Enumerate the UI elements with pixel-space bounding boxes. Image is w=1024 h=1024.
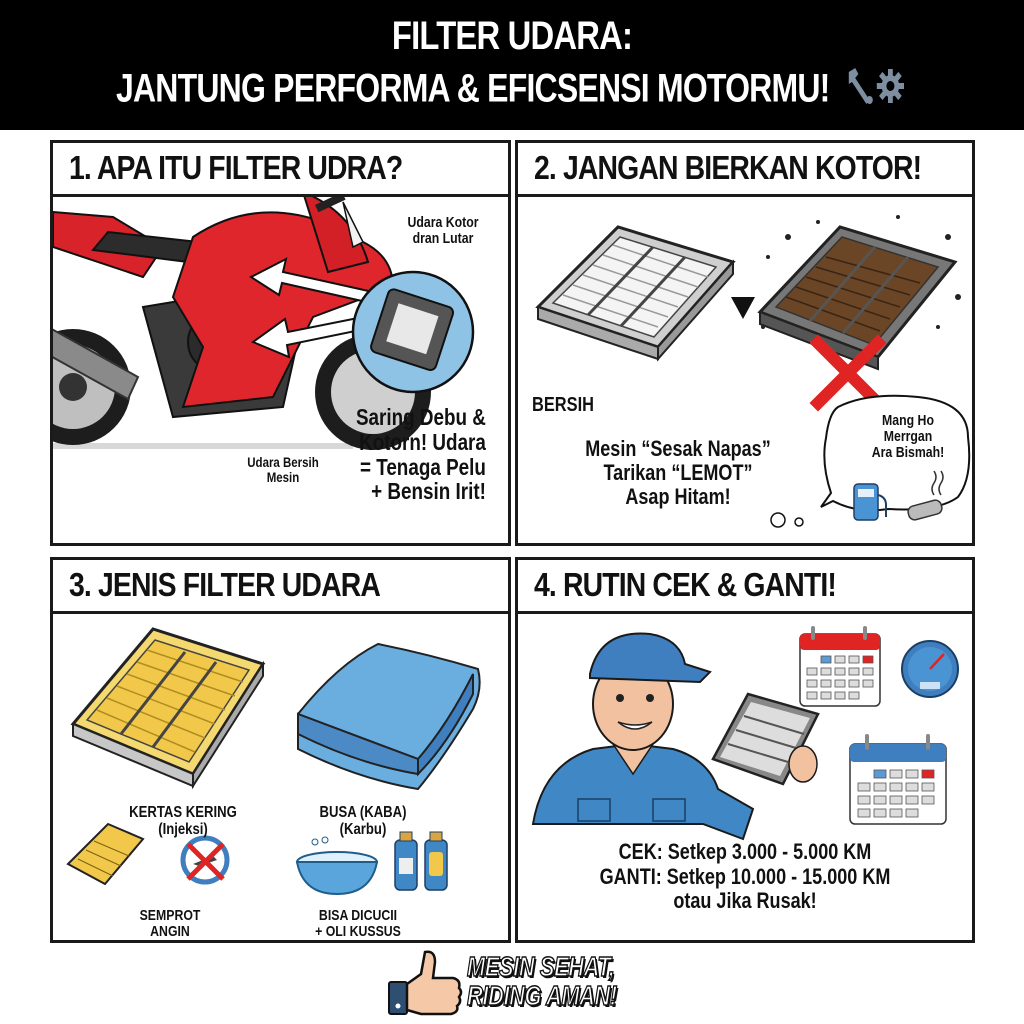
wash-basin-icon — [295, 836, 379, 896]
filter-types-illustration — [66, 627, 481, 896]
paper-filter-note: SEMPROT ANGIN — [139, 907, 201, 940]
gear-icon — [876, 69, 905, 103]
vs-arrow-icon — [731, 297, 755, 319]
mechanic-illustration — [531, 626, 959, 841]
dirty-effects-text: Mesin “Sesak Napas” Tarikan “LEMOT” Asap… — [585, 436, 771, 509]
panel-heading: 2. JANGAN BIERKAN KOTOR! — [534, 149, 922, 186]
bubble-dot-icon — [770, 512, 786, 528]
thumbs-up-icon — [388, 950, 463, 1016]
wrench-icon — [848, 68, 873, 104]
airflow-arrow-icon — [249, 257, 377, 359]
dirty-filter-icon — [757, 215, 961, 371]
title-banner: FILTER UDARA: JANTUNG PERFORMA & EFICSEN… — [0, 0, 1024, 130]
title-line-1: FILTER UDARA: — [391, 14, 633, 58]
panel-dont-let-it-dirty: 2. JANGAN BIERKAN KOTOR! — [515, 140, 975, 546]
panel-heading: 4. RUTIN CEK & GANTI! — [534, 566, 837, 603]
panel-header: 4. RUTIN CEK & GANTI! — [518, 560, 972, 614]
panel-body: CEK: Setkep 3.000 - 5.000 KM GANTI: Setk… — [518, 614, 972, 940]
fuel-pump-icon — [853, 483, 887, 521]
filter-benefit-text: Saring Debu & Kotorn! Udara = Tenaga Pel… — [355, 404, 486, 505]
motorcycle-illustration — [53, 197, 475, 450]
oil-bottle-icon — [394, 831, 448, 891]
mechanic-icon — [531, 632, 755, 841]
foam-filter-note: BISA DICUCII + OLI KUSSUS — [315, 907, 401, 940]
cross-icon — [809, 334, 887, 412]
panel-heading: 1. APA ITU FILTER UDRA? — [69, 149, 403, 186]
panel-routine-check: 4. RUTIN CEK & GANTI! — [515, 557, 975, 943]
small-paper-filter-icon — [66, 822, 145, 886]
bubble-text: Mang Ho Merrgan Ara Bismah! — [871, 412, 945, 462]
footer-slogan: MESIN SEHAT, RIDING AMAN! — [385, 948, 645, 1020]
title-line-2: JANTUNG PERFORMA & EFICSENSI MOTORMU! — [102, 66, 921, 116]
clean-air-label: Udara Bersih Mesin — [247, 454, 319, 486]
filter-comparison-illustration — [535, 215, 971, 528]
panel-heading: 3. JENIS FILTER UDARA — [69, 566, 381, 603]
or-if-damaged: otau Jika Rusak! — [673, 888, 817, 914]
paper-filter-label: KERTAS KERING (Injeksi) — [129, 804, 237, 839]
clean-filter-icon — [535, 225, 736, 362]
foam-filter-label: BUSA (KABA) (Karbu) — [319, 804, 407, 839]
calendar-icon — [799, 626, 881, 707]
paper-filter-icon — [70, 627, 266, 790]
panel-header: 3. JENIS FILTER UDARA — [53, 560, 508, 614]
panel-body: BERSIH Mesin “Sesak Napas” Tarikan “LEMO… — [518, 197, 972, 543]
panel-what-is-air-filter: 1. APA ITU FILTER UDRA? — [50, 140, 511, 546]
foam-filter-icon — [297, 642, 481, 791]
clean-label: BERSIH — [532, 394, 594, 416]
calendar-icon — [849, 734, 947, 825]
panel-body: KERTAS KERING (Injeksi) SEMPROT ANGIN BU… — [53, 614, 508, 940]
bubble-dot-icon — [794, 517, 804, 527]
panel-header: 1. APA ITU FILTER UDRA? — [53, 143, 508, 197]
maintenance-schedule-text: CEK: Setkep 3.000 - 5.000 KM GANTI: Setk… — [559, 839, 931, 914]
replace-interval: GANTI: Setkep 10.000 - 15.000 KM — [599, 863, 891, 889]
panel-body: Udara Kotor dran Lutar Udara Bersih Mesi… — [53, 197, 508, 543]
exhaust-smoke-icon — [907, 470, 944, 521]
no-blow-air-icon — [180, 835, 230, 885]
air-filter-closeup-icon — [351, 270, 475, 394]
wrench-gear-icon — [848, 68, 905, 104]
held-air-filter-icon — [711, 692, 820, 786]
check-interval: CEK: Setkep 3.000 - 5.000 KM — [618, 839, 872, 864]
dirty-air-label: Udara Kotor dran Lutar — [407, 214, 479, 248]
title-line-2-text: JANTUNG PERFORMA & EFICSENSI MOTORMU! — [115, 66, 830, 111]
speedometer-icon — [901, 640, 959, 698]
tools-icon-group — [846, 66, 908, 116]
panel-header: 2. JANGAN BIERKAN KOTOR! — [518, 143, 972, 197]
panel-filter-types: 3. JENIS FILTER UDARA — [50, 557, 511, 943]
slogan-text: MESIN SEHAT, RIDING AMAN! — [466, 951, 617, 1012]
